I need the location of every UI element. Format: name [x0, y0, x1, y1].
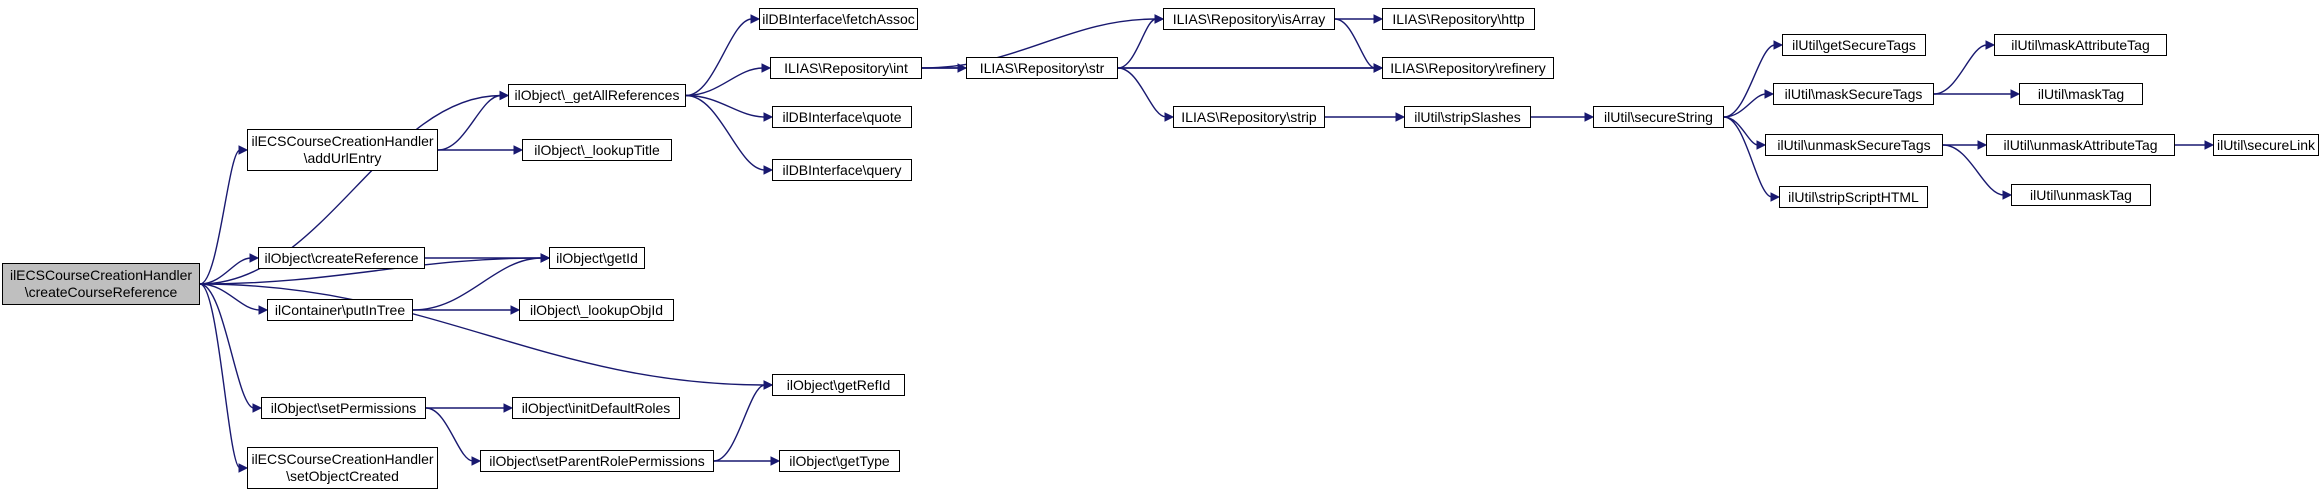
node-query[interactable]: ilDBInterface\query	[772, 159, 912, 181]
node-putInTree[interactable]: ilContainer\putInTree	[267, 299, 413, 321]
arrowhead-unmaskSecureTags-to-unmaskTag	[2002, 190, 2013, 200]
arrowhead-root-to-putInTree	[258, 305, 269, 315]
arrowhead-repoStr-to-repoStrip	[1164, 112, 1175, 122]
edge-root-to-createReference	[199, 257, 252, 285]
edge-putInTree-to-getId	[412, 257, 543, 311]
node-unmaskTag[interactable]: ilUtil\unmaskTag	[2011, 184, 2151, 206]
arrowhead-stripSlashes-to-secureString	[1584, 112, 1595, 122]
node-setParentRolePermissions[interactable]: ilObject\setParentRolePermissions	[480, 450, 714, 472]
arrowhead-maskSecureTags-to-maskTag	[2010, 89, 2021, 99]
node-quote[interactable]: ilDBInterface\quote	[772, 106, 912, 128]
arrowhead-secureString-to-unmaskSecureTags	[1756, 140, 1767, 150]
edge-repoStr-to-repoStrip	[1117, 67, 1167, 118]
arrowhead-getAllReferences-to-query	[763, 165, 774, 175]
edge-root-to-getId	[199, 257, 543, 285]
edge-root-to-getRefId	[199, 283, 766, 386]
arrowhead-unmaskAttributeTag-to-secureLink	[2204, 140, 2215, 150]
node-isArray[interactable]: ILIAS\Repository\isArray	[1163, 8, 1335, 30]
node-stripSlashes[interactable]: ilUtil\stripSlashes	[1404, 106, 1531, 128]
node-fetchAssoc[interactable]: ilDBInterface\fetchAssoc	[759, 8, 918, 30]
edge-getAllReferences-to-repoInt	[685, 67, 764, 97]
arrowhead-root-to-setObjectCreated	[238, 463, 249, 473]
node-maskTag[interactable]: ilUtil\maskTag	[2019, 83, 2143, 105]
arrowhead-repoStr-to-isArray	[1154, 14, 1165, 24]
arrowhead-setPermissions-to-setParentRolePermissions	[471, 456, 482, 466]
node-setPermissions[interactable]: ilObject\setPermissions	[261, 397, 426, 419]
node-repoStr[interactable]: ILIAS\Repository\str	[966, 57, 1118, 79]
node-maskSecureTags[interactable]: ilUtil\maskSecureTags	[1773, 83, 1934, 105]
arrowhead-unmaskSecureTags-to-unmaskAttributeTag	[1977, 140, 1988, 150]
arrowhead-secureString-to-getSecureTags	[1773, 40, 1784, 50]
edge-setPermissions-to-setParentRolePermissions	[425, 407, 474, 462]
node-secureString[interactable]: ilUtil\secureString	[1593, 106, 1724, 128]
arrowhead-setParentRolePermissions-to-getType	[770, 456, 781, 466]
arrowhead-repoStrip-to-stripSlashes	[1395, 112, 1406, 122]
arrowhead-getAllReferences-to-repoInt	[761, 63, 772, 73]
edge-getAllReferences-to-fetchAssoc	[685, 18, 753, 97]
arrowhead-root-to-setPermissions	[252, 403, 263, 413]
edge-repoStr-to-isArray	[1117, 18, 1157, 69]
edge-root-to-getAllReferences	[199, 94, 502, 285]
node-getId[interactable]: ilObject\getId	[549, 247, 645, 269]
arrowhead-root-to-createReference	[249, 253, 260, 263]
node-unmaskAttributeTag[interactable]: ilUtil\unmaskAttributeTag	[1986, 134, 2175, 156]
arrowhead-addUrlEntry-to-lookupTitle	[513, 145, 524, 155]
node-maskAttributeTag[interactable]: ilUtil\maskAttributeTag	[1994, 34, 2167, 56]
arrowhead-isArray-to-http	[1373, 14, 1384, 24]
edge-maskSecureTags-to-maskAttributeTag	[1933, 44, 1988, 95]
arrowhead-setParentRolePermissions-to-getRefId	[763, 380, 774, 390]
edge-secureString-to-unmaskSecureTags	[1723, 116, 1759, 146]
arrowhead-isArray-to-refinery	[1373, 63, 1384, 73]
node-lookupTitle[interactable]: ilObject\_lookupTitle	[522, 139, 672, 161]
arrowhead-getAllReferences-to-quote	[763, 112, 774, 122]
arrowhead-root-to-addUrlEntry	[238, 145, 249, 155]
node-unmaskSecureTags[interactable]: ilUtil\unmaskSecureTags	[1765, 134, 1943, 156]
node-repoStrip[interactable]: ILIAS\Repository\strip	[1173, 106, 1325, 128]
edge-repoInt-to-isArray	[921, 18, 1157, 69]
node-getType[interactable]: ilObject\getType	[779, 450, 900, 472]
arrowhead-secureString-to-maskSecureTags	[1764, 89, 1775, 99]
node-createReference[interactable]: ilObject\createReference	[258, 247, 425, 269]
edge-setParentRolePermissions-to-getRefId	[713, 384, 766, 462]
arrowhead-maskSecureTags-to-maskAttributeTag	[1985, 40, 1996, 50]
edge-secureString-to-getSecureTags	[1723, 44, 1776, 118]
edge-unmaskSecureTags-to-unmaskTag	[1942, 144, 2005, 196]
node-repoInt[interactable]: ILIAS\Repository\int	[770, 57, 922, 79]
edge-getAllReferences-to-query	[685, 94, 766, 171]
edge-isArray-to-refinery	[1334, 18, 1376, 69]
arrowhead-putInTree-to-lookupObjId	[510, 305, 521, 315]
arrowhead-addUrlEntry-to-getAllReferences	[499, 90, 510, 101]
node-getAllReferences[interactable]: ilObject\_getAllReferences	[508, 84, 686, 107]
edge-root-to-putInTree	[199, 283, 261, 311]
node-initDefaultRoles[interactable]: ilObject\initDefaultRoles	[512, 397, 680, 419]
edge-root-to-addUrlEntry	[199, 149, 241, 285]
node-secureLink[interactable]: ilUtil\secureLink	[2213, 134, 2319, 156]
node-http[interactable]: ILIAS\Repository\http	[1382, 8, 1535, 30]
arrowhead-secureString-to-stripScriptHTML	[1770, 192, 1781, 202]
node-getSecureTags[interactable]: ilUtil\getSecureTags	[1782, 34, 1926, 56]
edge-secureString-to-maskSecureTags	[1723, 93, 1767, 118]
edge-addUrlEntry-to-getAllReferences	[437, 94, 502, 151]
arrowhead-setPermissions-to-initDefaultRoles	[503, 403, 514, 413]
node-lookupObjId[interactable]: ilObject\_lookupObjId	[519, 299, 674, 321]
edge-root-to-setObjectCreated	[199, 283, 241, 469]
node-root-createCourseReference[interactable]: ilECSCourseCreationHandler\createCourseR…	[2, 263, 200, 305]
node-refinery[interactable]: ILIAS\Repository\refinery	[1382, 57, 1554, 79]
node-stripScriptHTML[interactable]: ilUtil\stripScriptHTML	[1779, 186, 1928, 208]
edge-getAllReferences-to-quote	[685, 94, 766, 118]
arrowhead-getAllReferences-to-fetchAssoc	[750, 14, 761, 24]
node-setObjectCreated[interactable]: ilECSCourseCreationHandler\setObjectCrea…	[247, 447, 438, 489]
arrowhead-putInTree-to-getId	[540, 253, 551, 263]
edge-secureString-to-stripScriptHTML	[1723, 116, 1773, 198]
node-getRefId[interactable]: ilObject\getRefId	[772, 374, 905, 396]
node-addUrlEntry[interactable]: ilECSCourseCreationHandler\addUrlEntry	[247, 129, 438, 171]
edge-root-to-setPermissions	[199, 283, 255, 409]
